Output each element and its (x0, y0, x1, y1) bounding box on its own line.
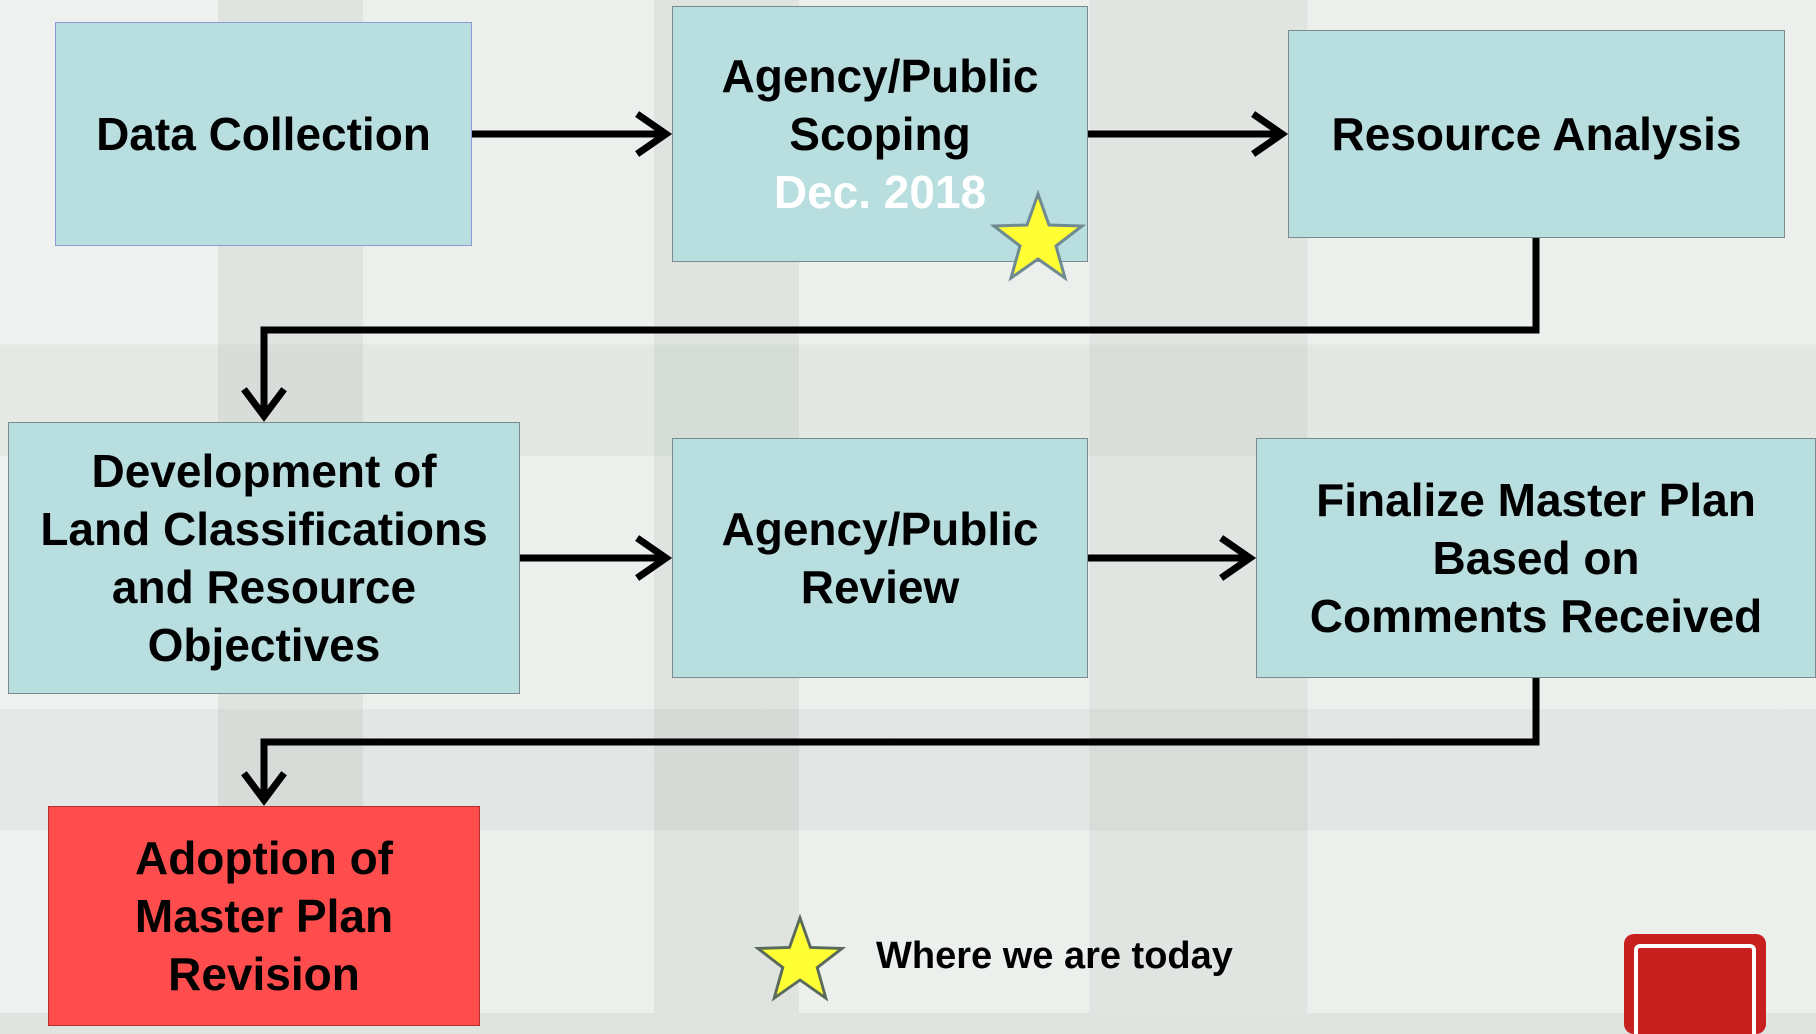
step-label-line: Scoping (789, 108, 971, 160)
step-label-line: Comments Received (1309, 590, 1763, 642)
logo-castle-outline (1634, 944, 1756, 1034)
step-label-line: Revision (168, 948, 360, 1000)
scoping-date: Dec. 2018 (773, 166, 987, 218)
step-adoption-of-master-plan: Adoption of Master Plan Revision (48, 806, 480, 1026)
castle-logo-icon (1624, 934, 1766, 1034)
step-finalize-master-plan: Finalize Master Plan Based on Comments R… (1256, 438, 1816, 678)
arrow-analysis-to-development (260, 234, 1540, 416)
step-agency-public-review: Agency/Public Review (672, 438, 1088, 678)
legend-label: Where we are today (876, 935, 1233, 977)
step-label-line: Master Plan (134, 890, 394, 942)
legend-star-icon (754, 914, 846, 1002)
current-step-star-icon (990, 190, 1086, 282)
step-label-line: Development of (91, 445, 437, 497)
flow-connectors (241, 111, 1540, 806)
step-label-line: Review (800, 561, 960, 613)
step-label: Data Collection (96, 108, 431, 160)
step-label-line: Adoption of (134, 832, 393, 884)
step-data-collection: Data Collection (55, 22, 472, 246)
arrow-finalize-to-adoption (260, 674, 1540, 800)
step-label-line: Land Classifications (40, 503, 488, 555)
step-label-line: Objectives (147, 619, 381, 671)
step-agency-public-scoping: Agency/Public Scoping Dec. 2018 (672, 6, 1088, 262)
step-label-line: and Resource (111, 561, 417, 613)
step-development-of-land-classifications: Development of Land Classifications and … (8, 422, 520, 694)
step-resource-analysis: Resource Analysis (1288, 30, 1785, 238)
step-label-line: Agency/Public (721, 503, 1039, 555)
step-label: Resource Analysis (1331, 108, 1742, 160)
step-label-line: Agency/Public (721, 50, 1039, 102)
step-label-line: Based on (1432, 532, 1640, 584)
step-label-line: Finalize Master Plan (1316, 474, 1756, 526)
